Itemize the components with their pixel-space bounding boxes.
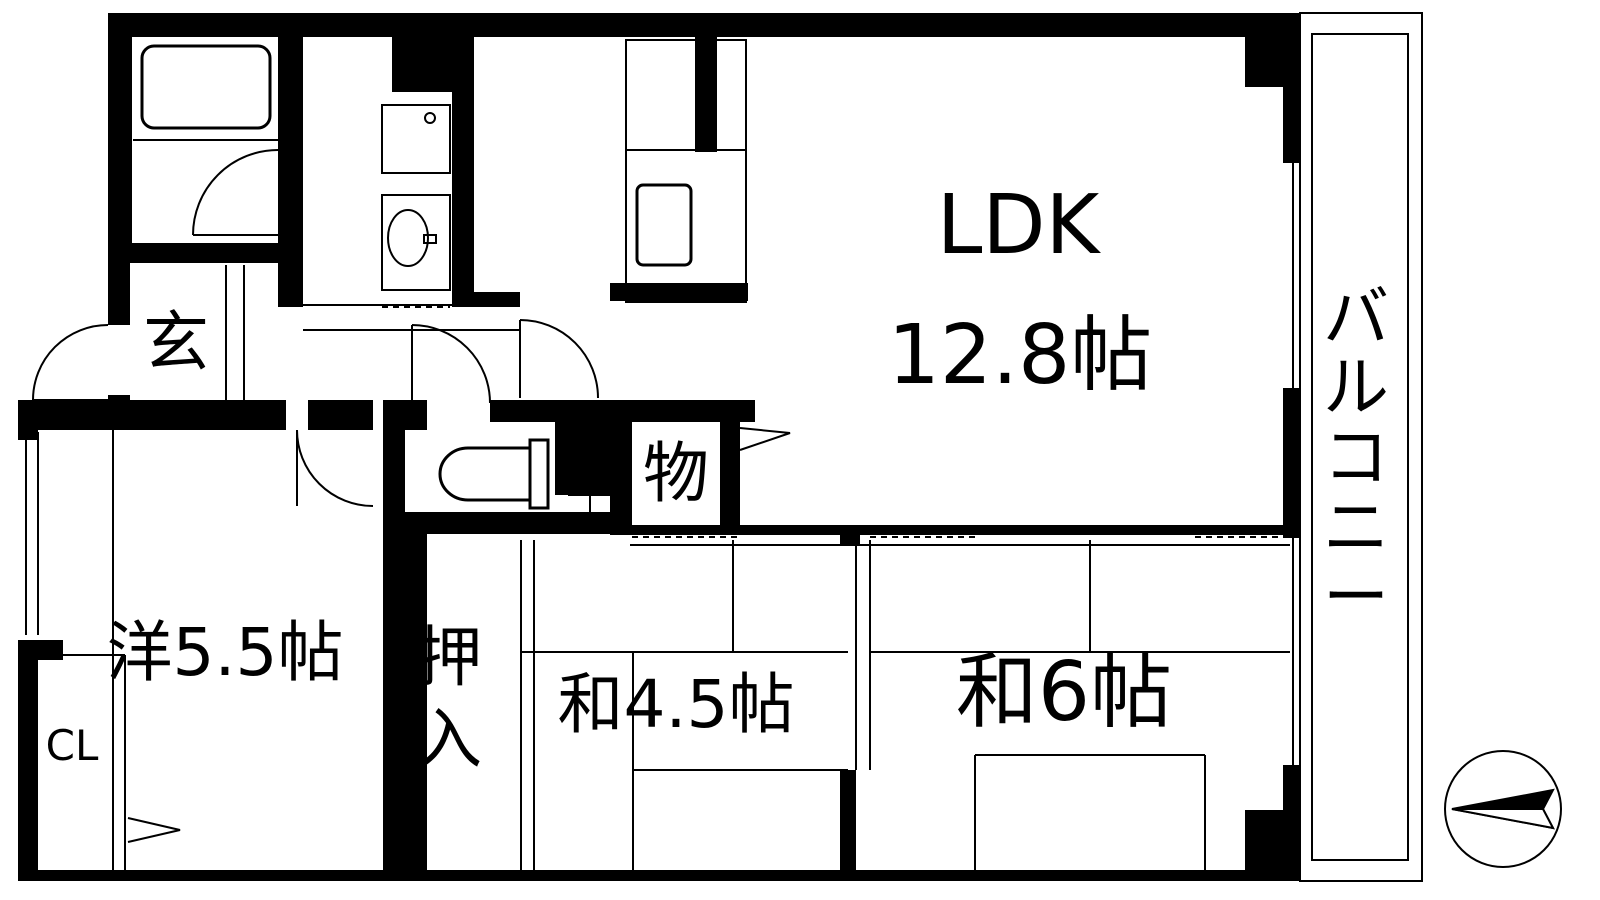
entrance-label: 玄: [143, 304, 209, 381]
walls: [18, 13, 1300, 881]
balcony-char: バ: [1323, 279, 1389, 356]
balcony-char: ー: [1323, 559, 1389, 636]
bathtub-icon: [140, 44, 272, 130]
door-rails: [382, 306, 1290, 538]
closet-label: CL: [46, 721, 99, 770]
balcony-char: ニ: [1323, 489, 1389, 566]
kitchen-sink-icon: [635, 183, 693, 267]
balcony-char: コ: [1323, 419, 1389, 496]
balcony-label: バ ル コ ニ ー: [1323, 279, 1389, 636]
toilet-icon: [438, 438, 550, 510]
door-swings: [32, 149, 791, 843]
oshiire-label-top: 押: [416, 619, 482, 696]
balcony-char: ル: [1323, 349, 1389, 426]
japanese-room-small-label: 和4.5帖: [558, 666, 795, 743]
ldk-size-label: 12.8帖: [888, 308, 1153, 403]
oshiire-label-bottom: 入: [416, 701, 482, 778]
ldk-label: LDK: [937, 178, 1102, 273]
japanese-room-large-label: 和6帖: [956, 645, 1172, 740]
storage-label: 物: [643, 435, 709, 512]
western-room-label: 洋5.5帖: [107, 614, 344, 691]
washbasin-icon: [387, 112, 437, 267]
compass-icon: [1444, 750, 1562, 868]
